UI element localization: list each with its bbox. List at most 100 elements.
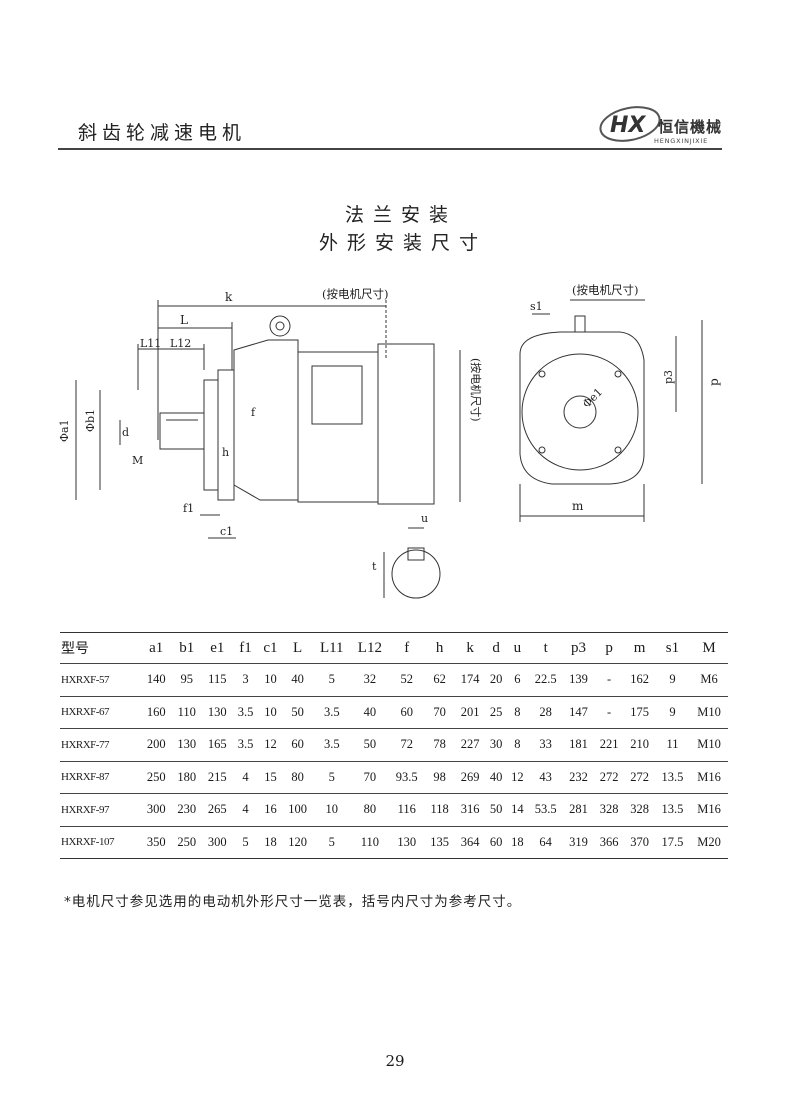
table-cell: 4 bbox=[232, 793, 259, 827]
col-header: b1 bbox=[171, 632, 203, 664]
table-cell: 25 bbox=[485, 696, 507, 729]
motor-size-note-vertical: (按电机尺寸) bbox=[469, 358, 483, 422]
col-header: L12 bbox=[350, 632, 390, 664]
table-cell: 160 bbox=[140, 696, 172, 729]
table-cell: 215 bbox=[202, 761, 233, 794]
table-cell: 210 bbox=[624, 728, 655, 762]
col-header: m bbox=[624, 632, 655, 664]
logo-mark: HX bbox=[610, 113, 646, 138]
dimension-table: 型号 a1 b1 e1 f1 c1 L L11 L12 f h k d u t … bbox=[60, 632, 728, 859]
table-cell: 18 bbox=[506, 826, 529, 859]
table-cell: 60 bbox=[389, 696, 425, 729]
header-rule bbox=[58, 148, 722, 150]
label-p: p bbox=[707, 378, 721, 386]
table-cell: 272 bbox=[624, 761, 655, 794]
col-header: k bbox=[454, 632, 486, 664]
table-cell: M16 bbox=[690, 793, 728, 827]
table-cell: 10 bbox=[312, 793, 351, 827]
table-cell: 15 bbox=[258, 761, 283, 794]
table-cell: 174 bbox=[454, 663, 486, 697]
table-cell: 110 bbox=[350, 826, 390, 859]
label-M: M bbox=[132, 454, 143, 467]
table-cell: 350 bbox=[140, 826, 172, 859]
table-cell: 10 bbox=[258, 696, 283, 729]
table-cell: 50 bbox=[282, 696, 313, 729]
table-cell: - bbox=[593, 663, 625, 697]
table-cell: 272 bbox=[593, 761, 625, 794]
label-s1: s1 bbox=[530, 300, 543, 313]
table-cell: 130 bbox=[202, 696, 233, 729]
header-title: 斜齿轮减速电机 bbox=[78, 122, 247, 144]
col-header: s1 bbox=[654, 632, 691, 664]
col-header: p bbox=[593, 632, 625, 664]
table-cell: 227 bbox=[454, 728, 486, 762]
table-cell: 147 bbox=[563, 696, 594, 729]
table-cell: 319 bbox=[563, 826, 594, 859]
table-cell: 300 bbox=[140, 793, 172, 827]
table-cell: M16 bbox=[690, 761, 728, 794]
label-L11: L11 bbox=[140, 337, 161, 350]
table-cell: 28 bbox=[528, 696, 564, 729]
table-cell: - bbox=[593, 696, 625, 729]
col-header: M bbox=[690, 632, 728, 664]
table-cell: 118 bbox=[424, 793, 455, 827]
table-cell: 12 bbox=[258, 728, 283, 762]
col-header: a1 bbox=[140, 632, 172, 664]
label-L12: L12 bbox=[170, 337, 191, 350]
table-cell: 366 bbox=[593, 826, 625, 859]
table-cell: 175 bbox=[624, 696, 655, 729]
table-cell: 30 bbox=[485, 728, 507, 762]
section-title: 法兰安装 bbox=[344, 204, 457, 226]
footnote: *电机尺寸参见选用的电动机外形尺寸一览表，括号内尺寸为参考尺寸。 bbox=[64, 894, 522, 910]
label-b1: Φb1 bbox=[84, 409, 97, 432]
table-cell: 5 bbox=[312, 663, 351, 697]
label-p3: p3 bbox=[662, 370, 675, 384]
table-cell: 8 bbox=[506, 696, 529, 729]
table-cell: 22.5 bbox=[528, 663, 564, 697]
logo-subtitle: HENGXINJIXIE bbox=[654, 137, 709, 145]
table-cell: 316 bbox=[454, 793, 486, 827]
table-cell: 115 bbox=[202, 663, 233, 697]
table-cell: 364 bbox=[454, 826, 486, 859]
table-cell-model: HXRXF-87 bbox=[60, 761, 141, 794]
col-header: f1 bbox=[232, 632, 259, 664]
table-cell: 139 bbox=[563, 663, 594, 697]
table-cell: 10 bbox=[258, 663, 283, 697]
section-subtitle: 外形安装尺寸 bbox=[318, 232, 487, 254]
table-cell-model: HXRXF-77 bbox=[60, 728, 141, 762]
table-cell: 18 bbox=[258, 826, 283, 859]
col-header: p3 bbox=[563, 632, 594, 664]
table-cell: 20 bbox=[485, 663, 507, 697]
table-cell: 328 bbox=[593, 793, 625, 827]
table-cell: 52 bbox=[389, 663, 425, 697]
table-cell: 70 bbox=[424, 696, 455, 729]
table-cell: 3.5 bbox=[312, 728, 351, 762]
col-header: L bbox=[282, 632, 313, 664]
table-cell: 300 bbox=[202, 826, 233, 859]
col-header: L11 bbox=[312, 632, 351, 664]
table-cell: 230 bbox=[171, 793, 203, 827]
table-cell: 78 bbox=[424, 728, 455, 762]
table-cell: 180 bbox=[171, 761, 203, 794]
label-e1: Φe1 bbox=[580, 385, 605, 410]
table-cell: M10 bbox=[690, 728, 728, 762]
table-cell: 162 bbox=[624, 663, 655, 697]
table-cell: 110 bbox=[171, 696, 203, 729]
table-cell: 9 bbox=[654, 696, 691, 729]
table-cell: 32 bbox=[350, 663, 390, 697]
label-m: m bbox=[572, 499, 584, 513]
label-c1: c1 bbox=[220, 525, 233, 538]
table-cell: 130 bbox=[389, 826, 425, 859]
label-L: L bbox=[180, 313, 188, 327]
dimension-drawing: k L L11 L12 (按电机尺寸) Φa1 Φb1 d M f h f1 bbox=[58, 283, 721, 599]
label-t: t bbox=[372, 560, 377, 573]
table-cell: 98 bbox=[424, 761, 455, 794]
col-header: h bbox=[424, 632, 455, 664]
table-cell: 5 bbox=[312, 826, 351, 859]
